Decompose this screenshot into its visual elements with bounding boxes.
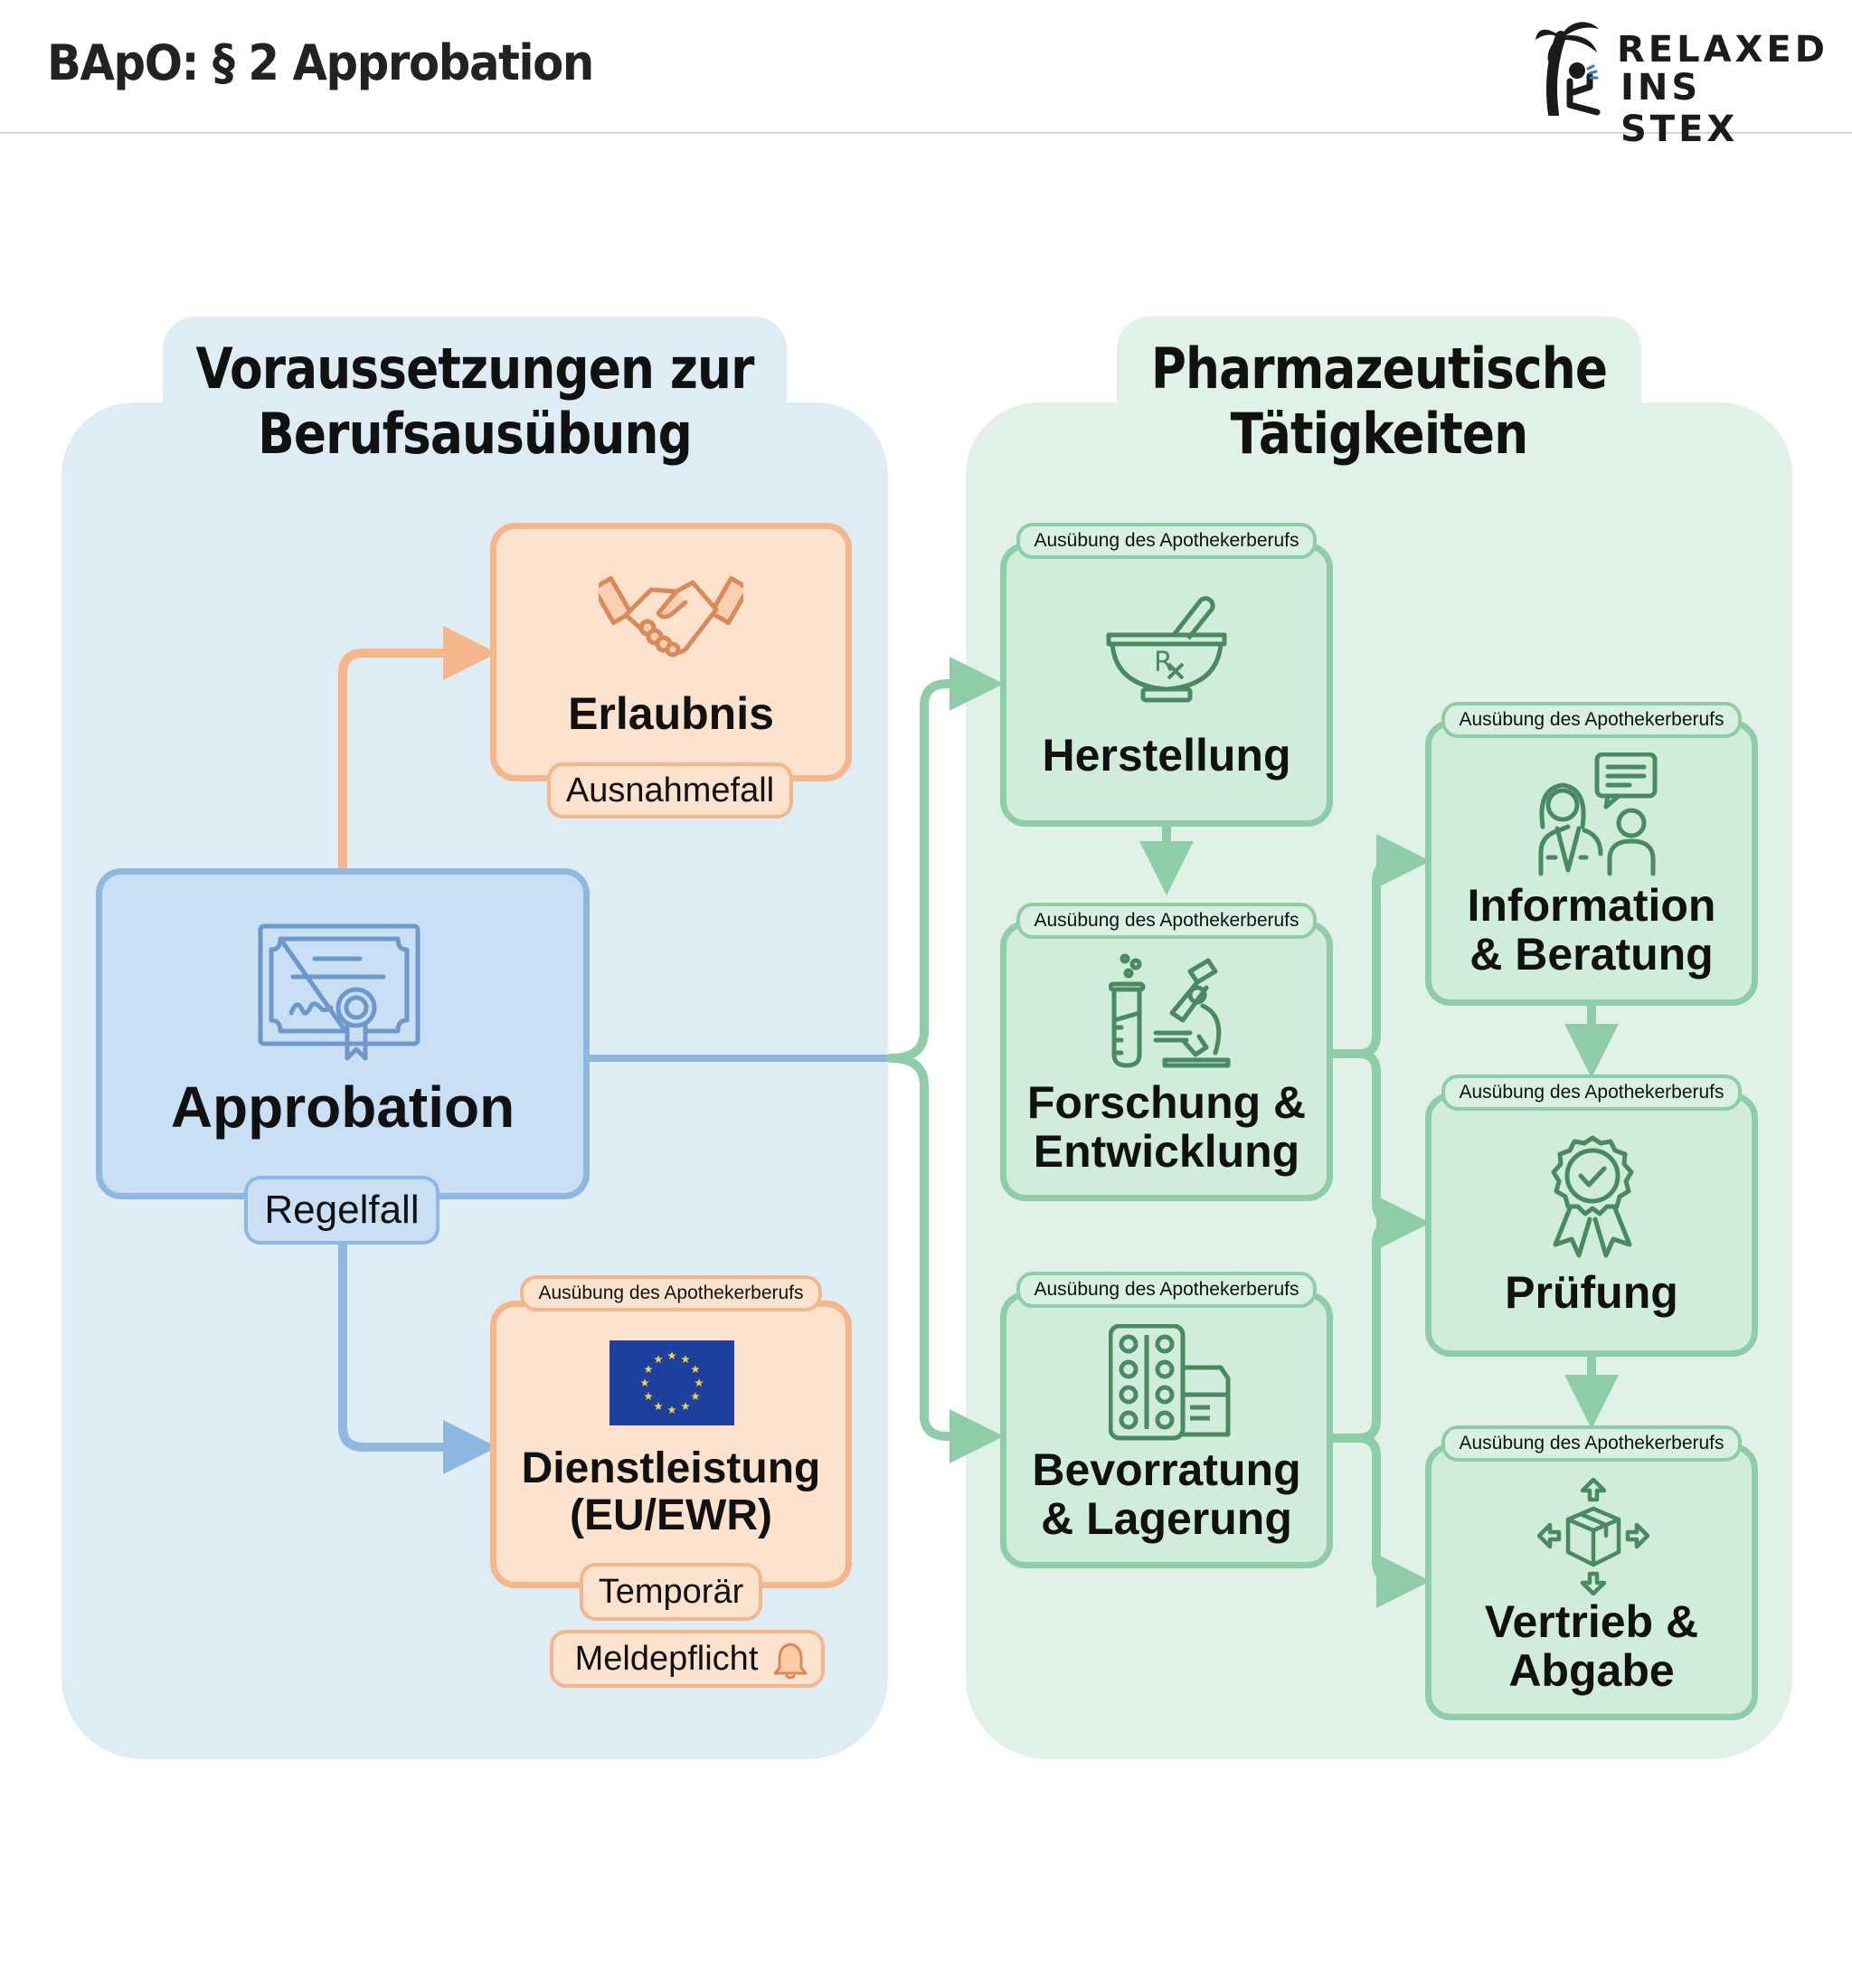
eu-star: [644, 1392, 653, 1400]
eu-star: [667, 1406, 676, 1414]
activity-card-pruefung[interactable]: Prüfung: [1425, 1093, 1758, 1357]
panel-title-line1: Voraussetzungen zur: [195, 336, 754, 402]
pharmacist-consultation-icon: [1538, 753, 1658, 876]
activity-card-bevorratung[interactable]: Bevorratung & Lagerung: [1000, 1292, 1333, 1568]
activity-card-herstellung[interactable]: R Herstellung: [1000, 543, 1333, 827]
blister-pack-box-icon: [1109, 1324, 1231, 1441]
eu-star: [654, 1355, 663, 1364]
eu-star: [644, 1365, 653, 1373]
label-line2: & Beratung: [1469, 929, 1714, 980]
panel-title-line1: Pharmazeutische: [1150, 336, 1608, 402]
logo-text-line2: INS STEX: [1620, 67, 1739, 150]
eu-star: [654, 1402, 663, 1410]
label-line1: Forschung &: [1026, 1077, 1307, 1128]
vertrieb-label: Vertrieb & Abgabe: [1425, 1597, 1758, 1695]
herstellung-top-tag: Ausübung des Apothekerberufs: [1016, 523, 1317, 559]
erlaubnis-label: Erlaubnis: [568, 688, 774, 739]
meldepflicht-label: Meldepflicht: [574, 1640, 759, 1678]
label-line2: Abgabe: [1508, 1645, 1675, 1696]
palm-tree-person-icon: [1535, 22, 1601, 116]
regelfall-tag: Regelfall: [244, 1176, 439, 1245]
label-line2: Entwicklung: [1033, 1126, 1300, 1177]
panel-title-line2: Berufsausübung: [258, 401, 693, 467]
information-label: Information & Beratung: [1425, 881, 1758, 979]
bell-icon: [773, 1642, 808, 1680]
bevorratung-top-tag: Ausübung des Apothekerberufs: [1016, 1272, 1317, 1308]
activity-card-forschung[interactable]: Forschung & Entwicklung: [1000, 921, 1333, 1201]
pruefung-top-tag: Ausübung des Apothekerberufs: [1441, 1074, 1742, 1111]
connector-to-bevorratung: [886, 1054, 1004, 1463]
package-distribution-icon: [1537, 1478, 1649, 1595]
eu-star: [640, 1378, 649, 1387]
forschung-top-tag: Ausübung des Apothekerberufs: [1016, 903, 1317, 939]
page-title: BApO: § 2 Approbation: [47, 34, 594, 91]
eu-star: [694, 1378, 704, 1387]
label-line1: Information: [1467, 880, 1716, 931]
mortar-pestle-rx-icon: R: [1106, 596, 1227, 703]
meldepflicht-tag: Meldepflicht: [550, 1630, 825, 1688]
vertrieb-top-tag: Ausübung des Apothekerberufs: [1441, 1425, 1742, 1462]
quality-badge-check-icon: [1551, 1135, 1634, 1258]
connector-trunk: [886, 657, 1004, 1063]
forschung-label: Forschung & Entwicklung: [1000, 1078, 1333, 1176]
eu-star: [667, 1351, 676, 1359]
temporaer-tag: Temporär: [580, 1563, 762, 1621]
label-line1: Dienstleistung: [521, 1444, 821, 1492]
activity-card-vertrieb[interactable]: Vertrieb & Abgabe: [1425, 1444, 1758, 1720]
dienstleistung-label: Dienstleistung (EU/EWR): [490, 1445, 852, 1539]
header: BApO: § 2 Approbation RELAXED INS STEX: [0, 0, 1852, 150]
pruefung-label: Prüfung: [1505, 1267, 1678, 1318]
approbation-card[interactable]: Approbation: [96, 868, 590, 1199]
prerequisites-panel-title: Voraussetzungen zur Berufsausübung: [145, 336, 806, 467]
certificate-icon: [258, 923, 420, 1061]
erlaubnis-card[interactable]: Erlaubnis: [490, 523, 852, 781]
activity-card-information[interactable]: Information & Beratung: [1425, 720, 1758, 1006]
test-tube-microscope-icon: [1109, 953, 1231, 1068]
label-line1: Bevorratung: [1032, 1444, 1301, 1495]
ausnahmefall-tag: Ausnahmefall: [547, 762, 793, 819]
herstellung-label: Herstellung: [1042, 730, 1291, 781]
eu-star: [691, 1365, 700, 1373]
label-line2: & Lagerung: [1041, 1493, 1292, 1544]
eu-star: [681, 1402, 690, 1410]
information-top-tag: Ausübung des Apothekerberufs: [1441, 702, 1742, 738]
svg-text:R: R: [1154, 647, 1173, 678]
bevorratung-label: Bevorratung & Lagerung: [1000, 1445, 1333, 1543]
eu-star: [691, 1392, 700, 1400]
logo-text-line1: RELAXED: [1617, 29, 1828, 71]
approbation-label: Approbation: [170, 1074, 515, 1140]
dienstleistung-top-tag: Ausübung des Apothekerberufs: [520, 1275, 822, 1311]
dienstleistung-card[interactable]: Dienstleistung (EU/EWR): [490, 1301, 852, 1588]
activities-panel-title: Pharmazeutische Tätigkeiten: [1049, 336, 1710, 467]
label-line2: (EU/EWR): [570, 1491, 772, 1539]
eu-star: [681, 1355, 690, 1364]
brand-logo[interactable]: RELAXED INS STEX: [1534, 16, 1825, 150]
eu-flag-icon: [609, 1340, 734, 1425]
label-line1: Vertrieb &: [1484, 1596, 1699, 1647]
panel-title-line2: Tätigkeiten: [1230, 401, 1529, 467]
handshake-icon: [599, 575, 743, 658]
